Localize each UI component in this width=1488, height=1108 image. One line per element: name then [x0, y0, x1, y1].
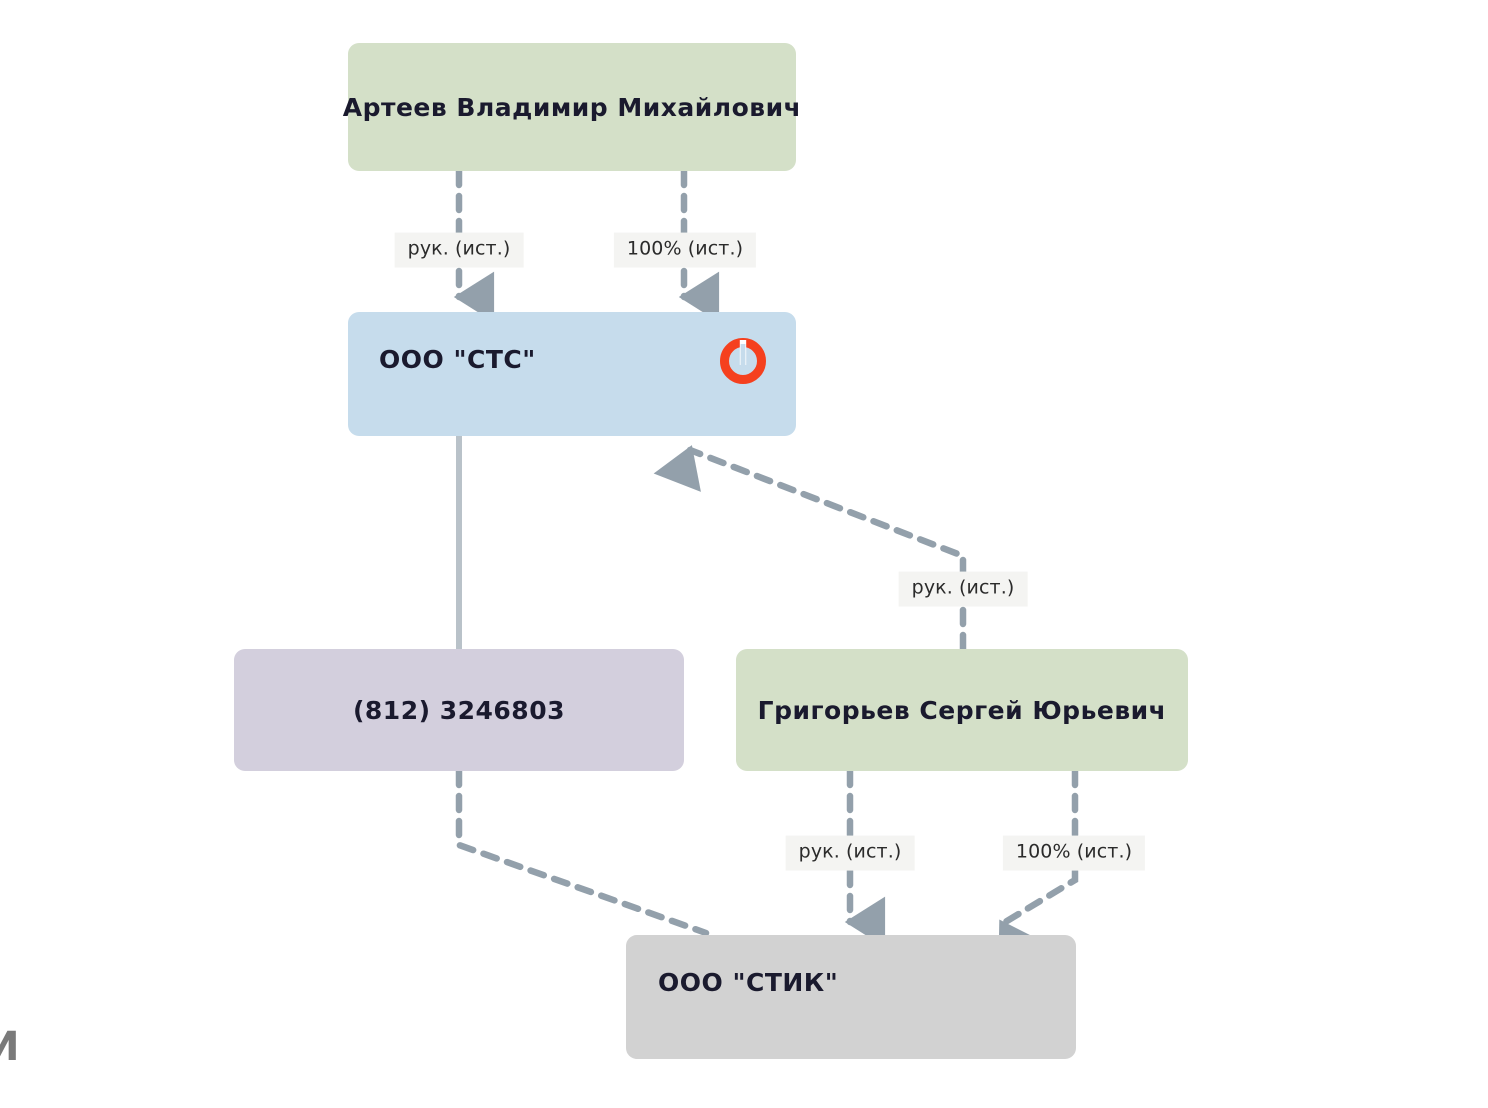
edge-grigoriev-sts-ruk: [653, 445, 967, 653]
node-person-grigoriev[interactable]: Григорьев Сергей Юрьевич: [736, 649, 1188, 771]
edge-label-share-grigoriev-stik: 100% (ист.): [1002, 835, 1146, 871]
node-label-arteev: Артеев Владимир Михайлович: [342, 92, 802, 122]
node-company-sts[interactable]: ООО "СТС": [348, 312, 796, 436]
node-person-arteev[interactable]: Артеев Владимир Михайлович: [343, 43, 801, 171]
node-label-phone: (812) 3246803: [352, 695, 565, 725]
edge-phone-stik: [455, 767, 710, 937]
edge-grigoriev-stik-share: [998, 767, 1079, 968]
node-label-stik: ООО "СТИК": [658, 967, 839, 997]
node-phone-number[interactable]: (812) 3246803: [234, 649, 684, 771]
node-company-stik[interactable]: ООО "СТИК": [626, 935, 1076, 1059]
edge-label-ruk-arteev-sts: рук. (ист.): [394, 232, 524, 268]
edge-label-share-arteev-sts: 100% (ист.): [613, 232, 757, 268]
clipped-text-fragment: И: [0, 1024, 20, 1070]
edge-label-ruk-grigoriev-sts: рук. (ист.): [898, 571, 1028, 607]
node-label-sts: ООО "СТС": [379, 344, 536, 374]
node-label-grigoriev: Григорьев Сергей Юрьевич: [757, 695, 1167, 725]
spark-ring-icon: [720, 338, 766, 384]
edge-label-ruk-grigoriev-stik: рук. (ист.): [785, 835, 915, 871]
